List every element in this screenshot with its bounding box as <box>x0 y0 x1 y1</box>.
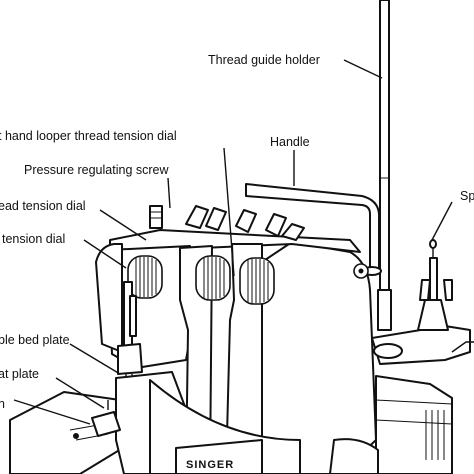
label-right-needle-dial: tension dial <box>2 232 65 246</box>
label-pressure-regulating-screw: Pressure regulating screw <box>24 163 169 177</box>
tension-dial-center <box>195 255 231 301</box>
label-needle-thread-dial: ead tension dial <box>0 199 86 213</box>
thread-guide-holder-pole <box>377 0 392 331</box>
tension-dial-left <box>127 255 163 299</box>
spool-stand-base <box>371 239 471 365</box>
labels: Thread guide holder Handle t hand looper… <box>0 53 474 471</box>
label-presser-foot-plate: at plate <box>0 367 39 381</box>
label-lower-left: n <box>0 397 5 411</box>
needle-area <box>117 281 143 396</box>
tension-dial-right <box>239 257 275 305</box>
label-handle: Handle <box>270 135 310 149</box>
machine-body <box>95 205 453 474</box>
label-spool-pin: Sp <box>460 189 474 203</box>
label-left-hand-looper-dial: t hand looper thread tension dial <box>0 129 177 143</box>
label-needle-bed-plate: ble bed plate <box>0 333 70 347</box>
front-lower-panel <box>149 379 379 474</box>
brand-logo: SINGER <box>186 459 234 471</box>
leader-lines <box>13 59 474 425</box>
pressure-regulating-screw <box>149 205 163 229</box>
label-thread-guide-holder: Thread guide holder <box>208 53 320 67</box>
